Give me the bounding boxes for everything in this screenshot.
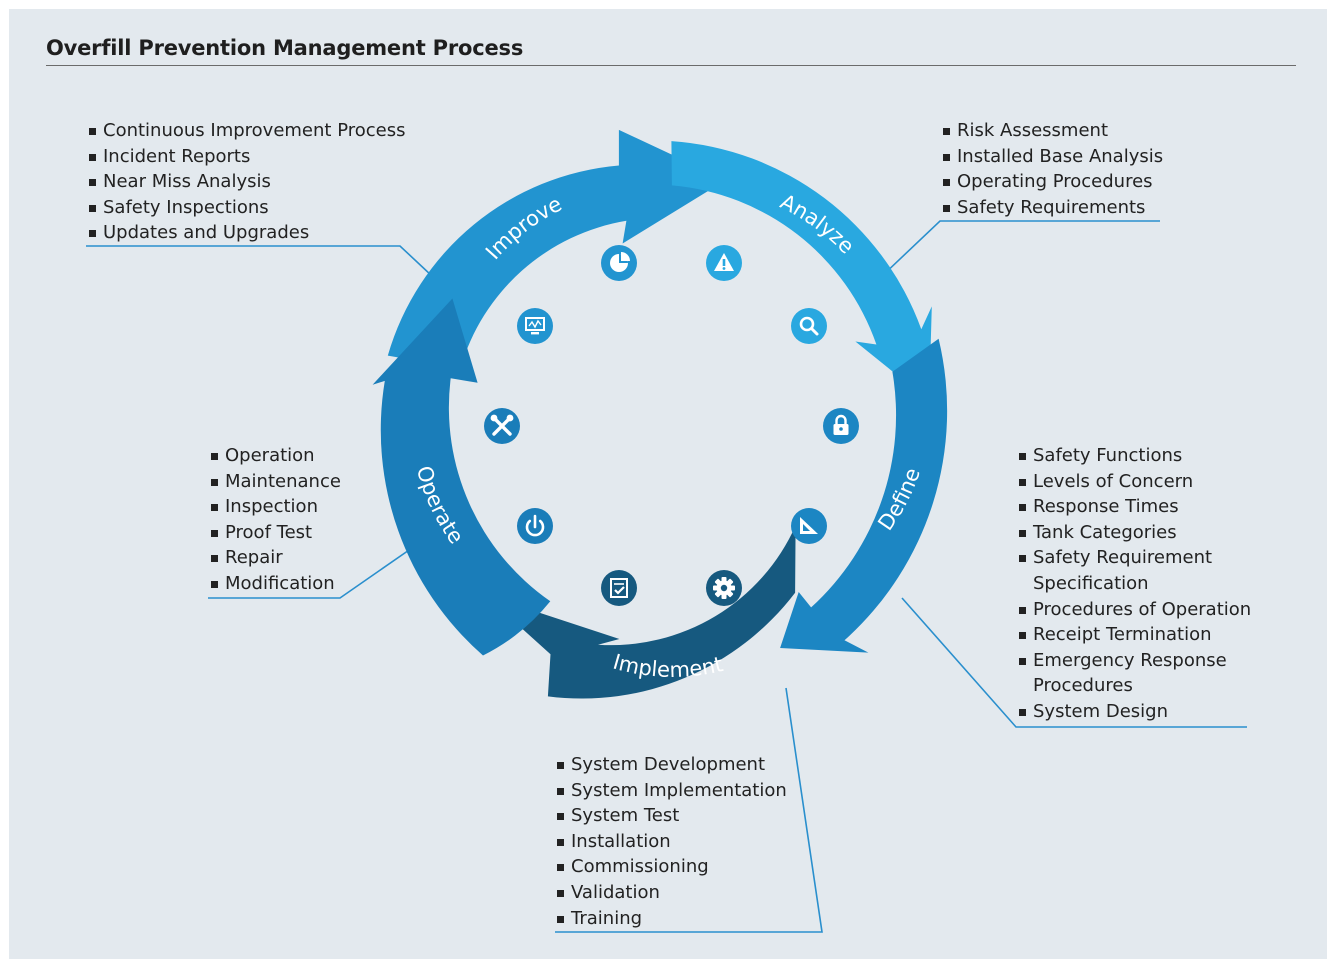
analyze-leader [879,220,1160,279]
operate-leader [208,547,413,599]
list-item: Updates and Upgrades [88,220,405,246]
list-item: Incident Reports [88,144,405,170]
list-item: System Development [556,752,787,778]
list-item: Repair [210,545,341,571]
improve-items-list: Continuous Improvement Process Incident … [88,118,405,246]
ruler-triangle-icon [791,508,827,544]
operate-items-list: Operation Maintenance Inspection Proof T… [210,443,341,597]
list-item: Validation [556,880,787,906]
implement-arrow [484,525,796,699]
power-icon [517,508,553,544]
list-item: Tank Categories [1018,520,1248,546]
define-arrow [780,338,948,653]
analyze-items-list: Risk Assessment Installed Base Analysis … [942,118,1163,220]
list-item: Levels of Concern [1018,469,1248,495]
warning-icon [706,245,742,281]
gear-icon [706,570,742,606]
list-item: Continuous Improvement Process [88,118,405,144]
list-item: Safety Requirement Specification [1018,545,1248,596]
operate-arrow [372,298,551,656]
list-item: Risk Assessment [942,118,1163,144]
list-item: Receipt Termination [1018,622,1248,648]
search-icon [791,308,827,344]
icon-ring [484,245,859,606]
page-title: Overfill Prevention Management Process [46,36,524,60]
list-item: Inspection [210,494,341,520]
list-item: System Design [1018,699,1248,725]
improve-arrow [387,129,726,369]
list-item: Training [556,906,787,932]
pie-chart-icon [601,245,637,281]
list-item: Operating Procedures [942,169,1163,195]
tools-icon [484,408,520,444]
list-item: Installation [556,829,787,855]
monitor-icon [517,308,553,344]
implement-leader [555,687,823,933]
list-item: Safety Requirements [942,195,1163,221]
define-leader [901,597,1247,728]
list-item: Modification [210,571,341,597]
stage-arrows [372,129,948,699]
list-item: Safety Functions [1018,443,1248,469]
list-item: Near Miss Analysis [88,169,405,195]
title-divider [46,65,1296,66]
define-items-list: Safety Functions Levels of Concern Respo… [1018,443,1251,725]
lock-icon [823,408,859,444]
list-item: Proof Test [210,520,341,546]
list-item: Emergency Response Procedures [1018,648,1248,699]
list-item: Commissioning [556,854,787,880]
list-item: System Implementation [556,778,787,804]
list-item: System Test [556,803,787,829]
list-item: Safety Inspections [88,195,405,221]
list-item: Installed Base Analysis [942,144,1163,170]
list-item: Operation [210,443,341,469]
list-item: Procedures of Operation [1018,597,1251,623]
leader-lines [86,220,1247,933]
list-item: Maintenance [210,469,341,495]
checklist-icon [601,570,637,606]
list-item: Response Times [1018,494,1248,520]
improve-leader [86,245,433,277]
implement-items-list: System Development System Implementation… [556,752,787,931]
